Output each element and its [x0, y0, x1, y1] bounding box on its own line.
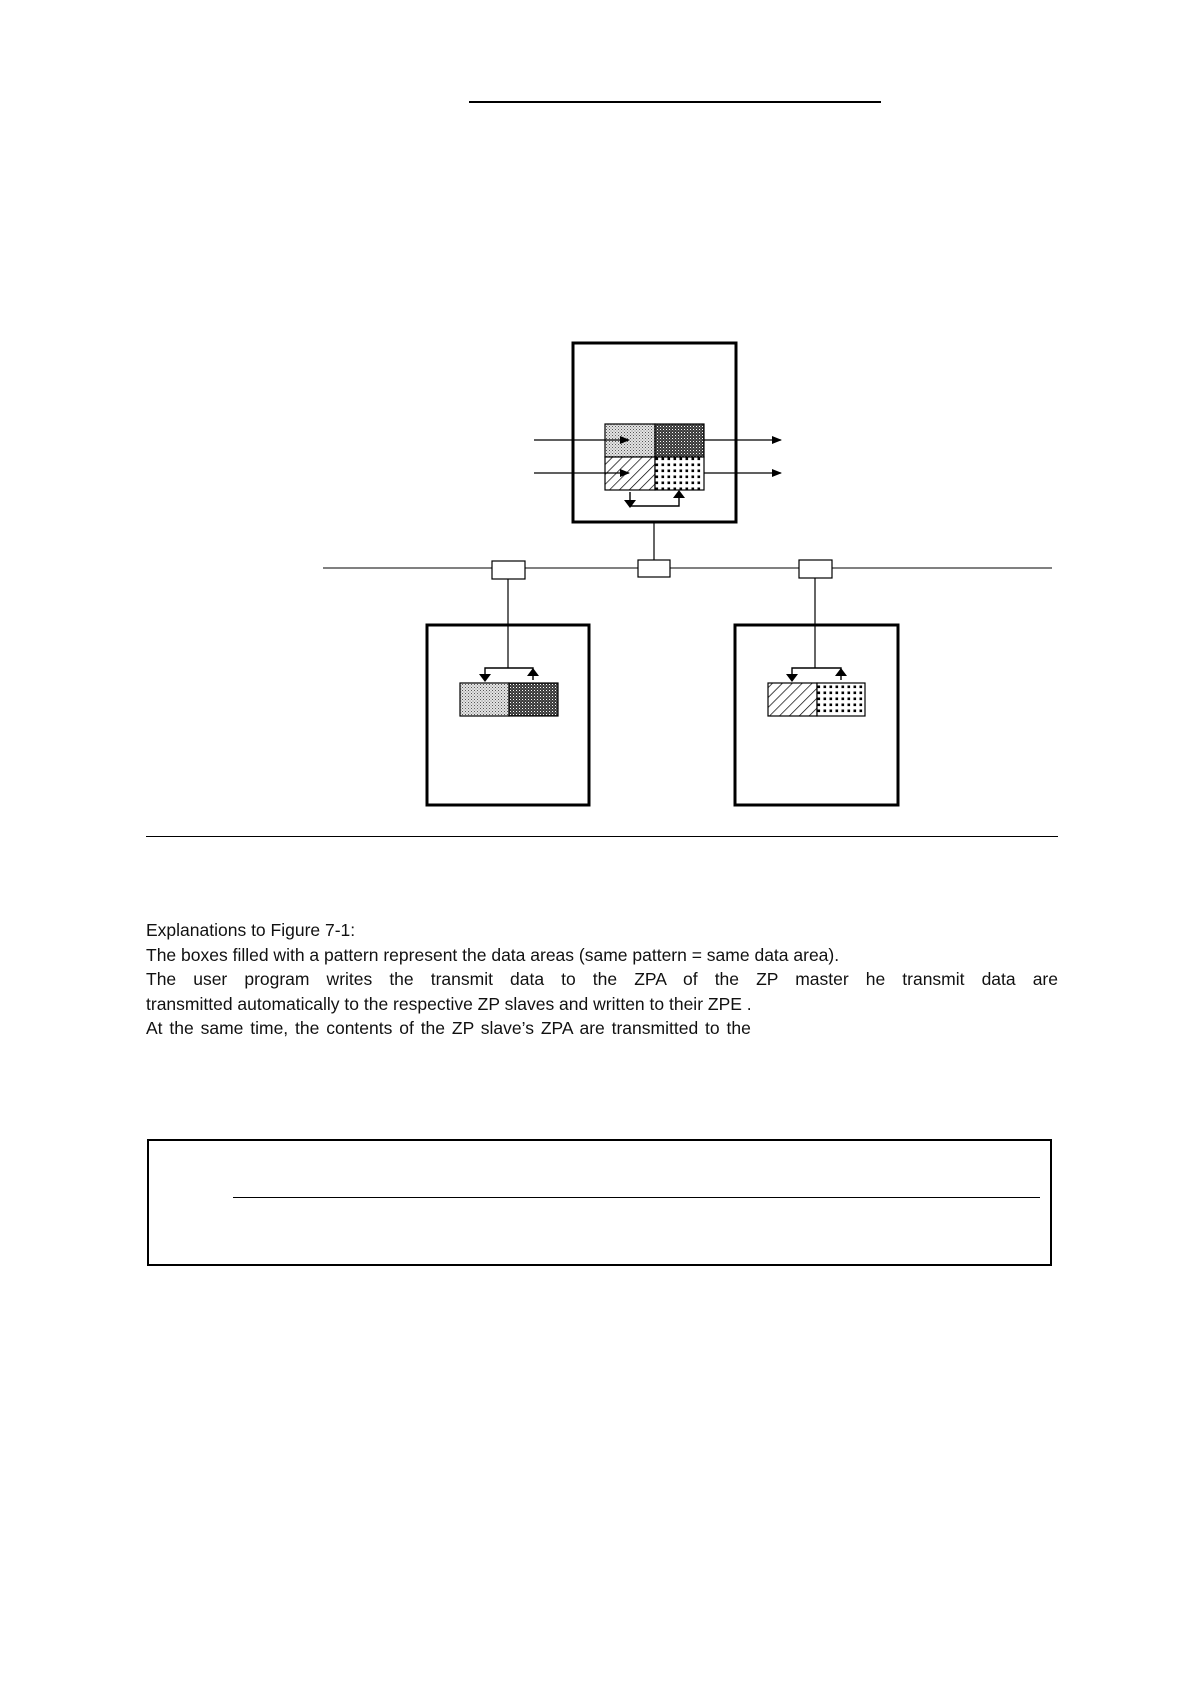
- slave2-area-dots: [816, 682, 866, 717]
- zp-network-diagram: [323, 341, 1052, 807]
- figure-separator: [146, 836, 1058, 837]
- explanation-line-2: The user program writes the transmit dat…: [146, 969, 1058, 989]
- note-box: [147, 1139, 1052, 1266]
- master-zpa-dark: [654, 423, 705, 458]
- explanation-line-1: The boxes filled with a pattern represen…: [146, 944, 840, 965]
- slave1-area-light: [459, 682, 510, 717]
- header-rule: [469, 101, 881, 103]
- slave2-exchange-bracket: [791, 667, 842, 680]
- master-exchange-bracket: [629, 492, 680, 507]
- master-zpe-dots: [654, 456, 705, 491]
- master-connector: [637, 559, 671, 578]
- slave2-box: [733, 623, 900, 807]
- slave1-box: [425, 623, 591, 807]
- slave1-area-dark: [508, 682, 559, 717]
- explanation-text: Explanations to Figure 7-1: The boxes fi…: [146, 918, 1058, 1041]
- explanation-line-3: transmitted automatically to the respect…: [146, 993, 752, 1014]
- slave-station-2: [733, 559, 900, 807]
- slave2-connector: [798, 559, 833, 579]
- slave2-area-hatch: [767, 682, 818, 717]
- master-station: [534, 341, 782, 578]
- explanation-heading: Explanations to Figure 7-1:: [146, 920, 356, 940]
- slave1-exchange-bracket: [484, 667, 534, 680]
- slave1-connector: [491, 560, 526, 580]
- note-box-rule: [233, 1197, 1040, 1198]
- explanation-line-4: At the same time, the contents of the ZP…: [146, 1018, 751, 1038]
- slave-station-1: [425, 560, 591, 807]
